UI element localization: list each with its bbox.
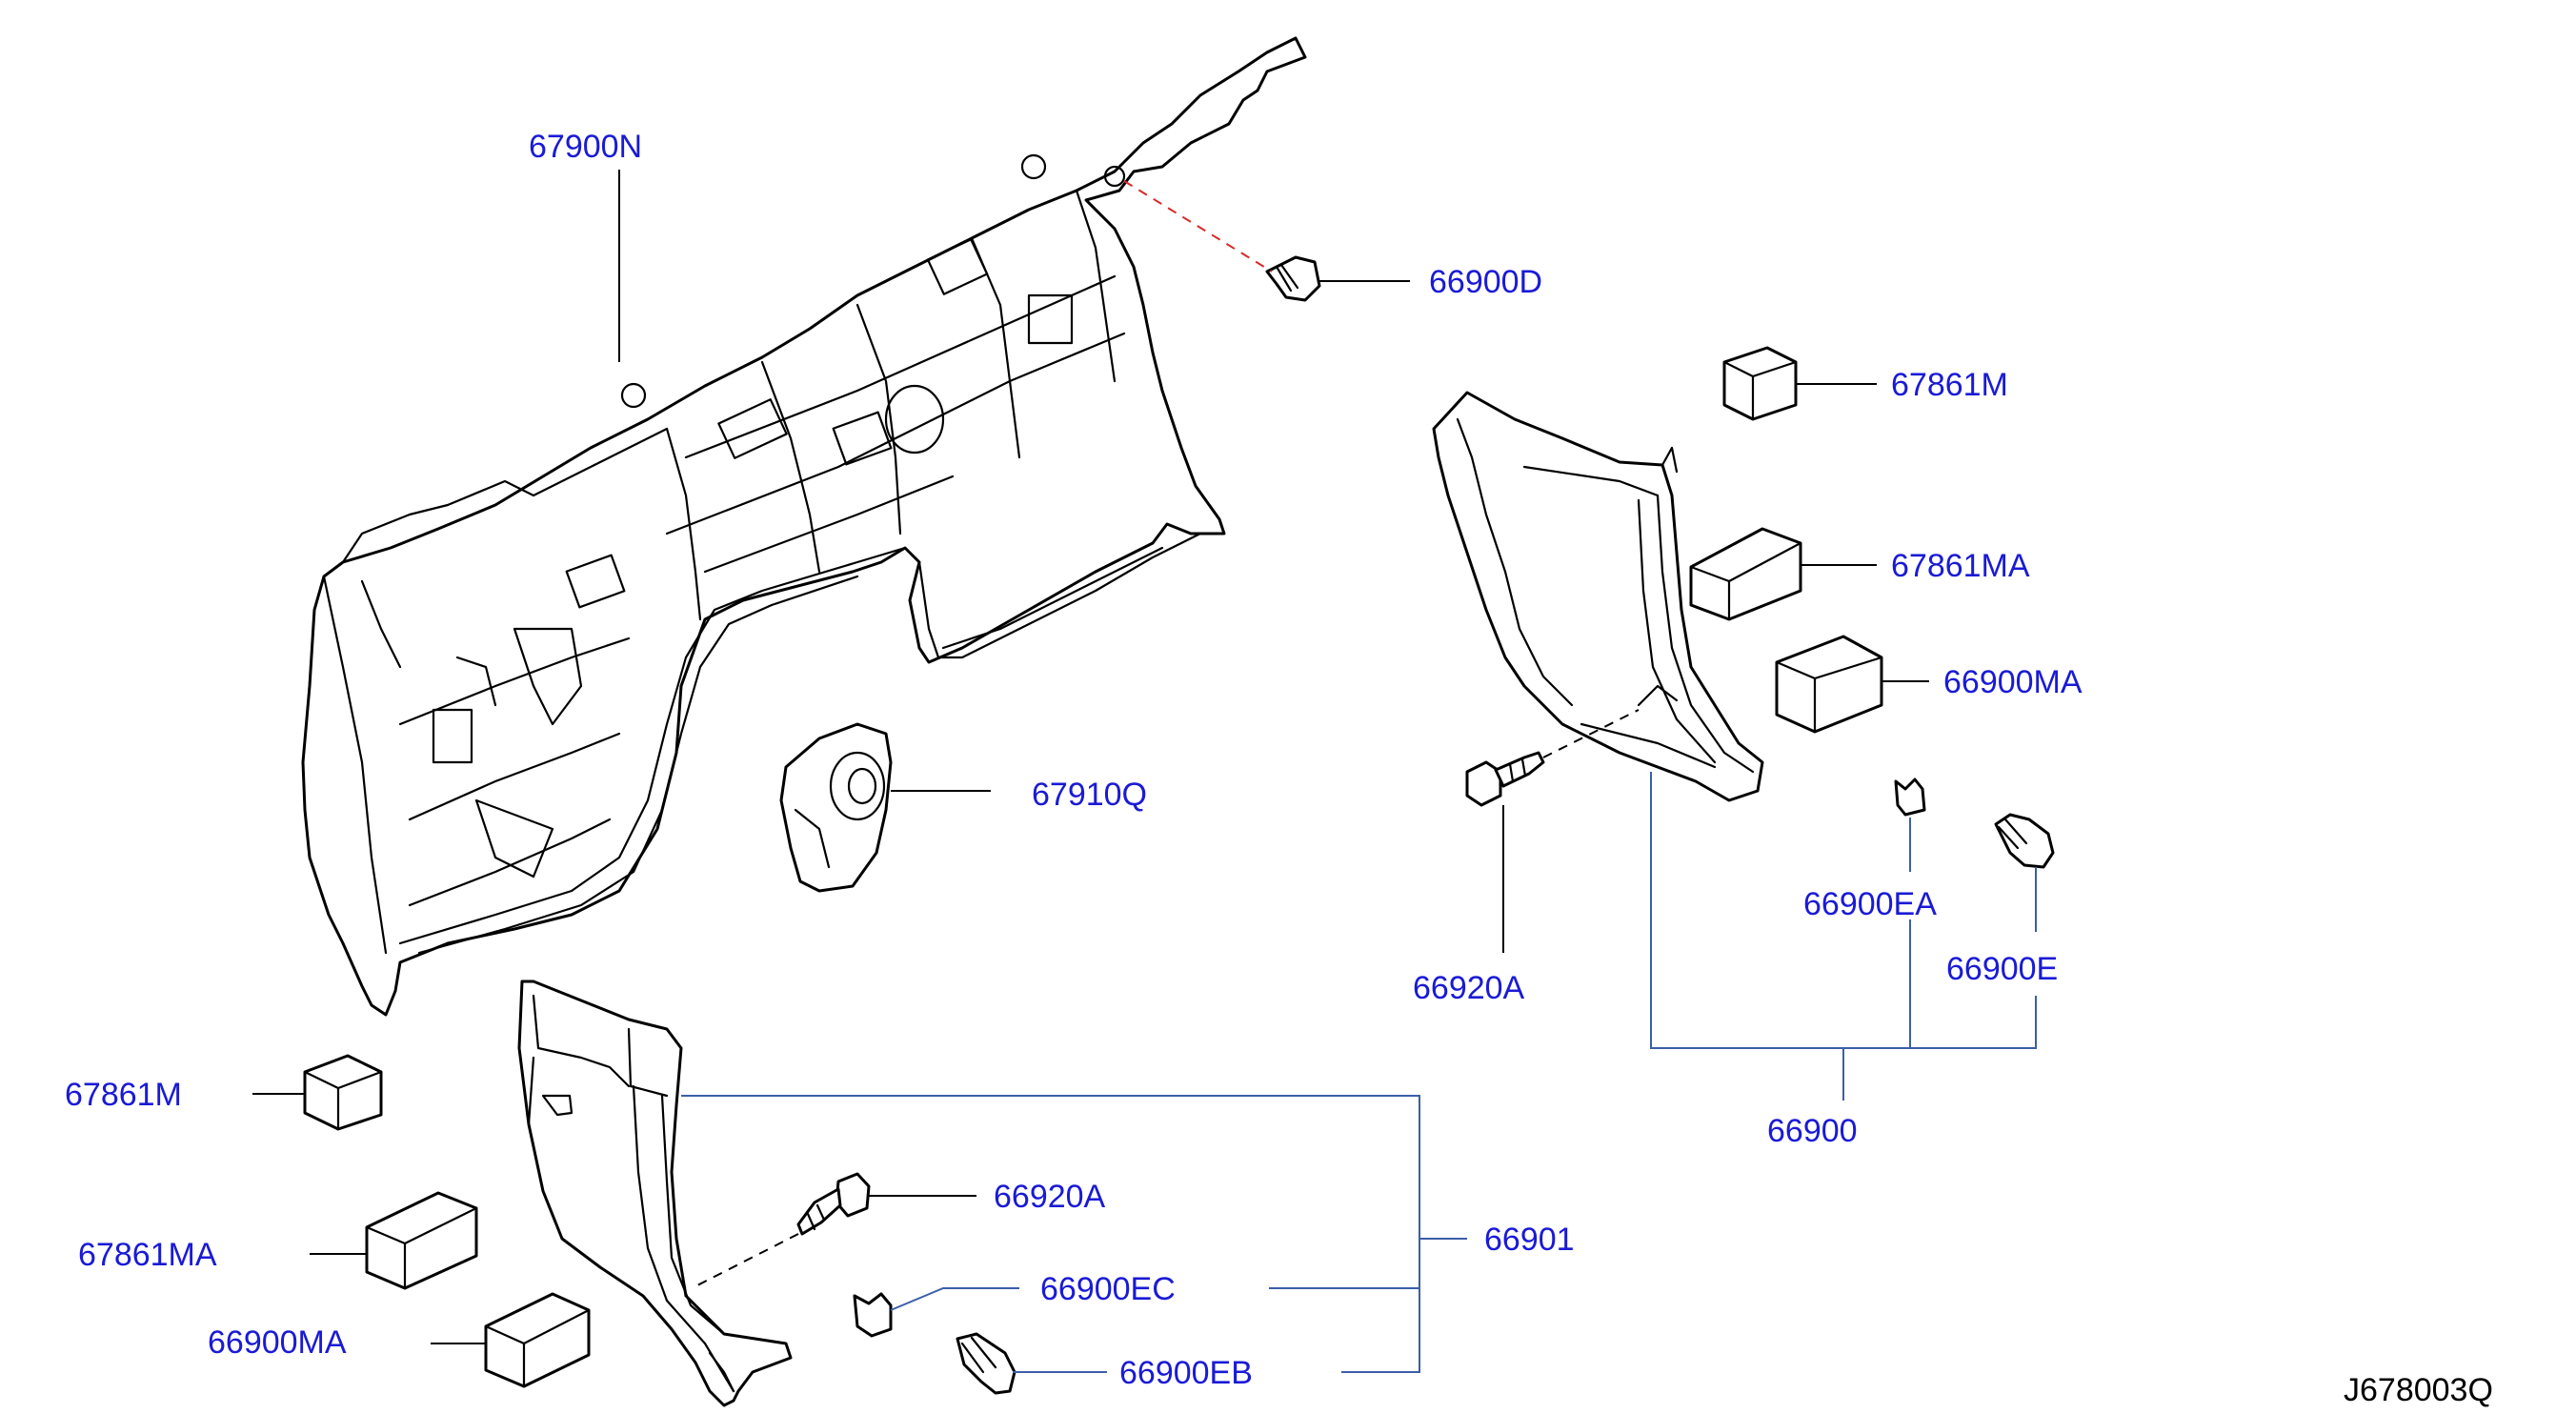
label-67861M-right: 67861M xyxy=(1891,367,2008,403)
label-67861MA-right: 67861MA xyxy=(1891,548,2030,584)
grommet-67910Q-icon[interactable] xyxy=(779,722,893,893)
label-66901: 66901 xyxy=(1484,1222,1575,1258)
label-67861MA-left: 67861MA xyxy=(78,1237,217,1273)
leader-66900D-dash xyxy=(1123,180,1273,273)
clip-66900EC-icon[interactable] xyxy=(853,1292,893,1338)
pad-67861MA-right-icon[interactable] xyxy=(1689,527,1802,621)
label-66900D: 66900D xyxy=(1429,264,1542,300)
label-67861M-left: 67861M xyxy=(65,1077,182,1113)
label-66920A-left: 66920A xyxy=(994,1179,1106,1215)
label-66900EB: 66900EB xyxy=(1119,1355,1253,1391)
bolt-66920A-right-dash xyxy=(1542,709,1640,758)
label-66920A-right: 66920A xyxy=(1413,970,1525,1006)
dash-insulator-panel[interactable] xyxy=(301,36,1307,1017)
kick-panel-right[interactable] xyxy=(1432,391,1764,802)
label-66900EC: 66900EC xyxy=(1040,1271,1176,1307)
diagram-reference-code: J678003Q xyxy=(2344,1372,2493,1408)
clip-66900D-icon[interactable] xyxy=(1265,255,1321,302)
label-67900N: 67900N xyxy=(529,129,642,165)
pad-67861M-right-icon[interactable] xyxy=(1722,346,1798,421)
label-66900: 66900 xyxy=(1767,1113,1858,1149)
bracket-66901 xyxy=(681,1095,1420,1373)
leader-66900EC xyxy=(890,1287,1019,1311)
kick-panel-left[interactable] xyxy=(517,980,793,1407)
clip-66900EB-icon[interactable] xyxy=(956,1332,1016,1395)
label-66900EA: 66900EA xyxy=(1803,886,1937,922)
pad-66900MA-right-icon[interactable] xyxy=(1775,635,1883,734)
pad-66900MA-left-icon[interactable] xyxy=(484,1292,591,1388)
clip-66900E-icon[interactable] xyxy=(1994,813,2055,869)
label-66900MA-right: 66900MA xyxy=(1943,664,2083,700)
bolt-66920A-left-icon[interactable] xyxy=(796,1172,871,1236)
bolt-66920A-right-icon[interactable] xyxy=(1465,751,1545,807)
label-67910Q: 67910Q xyxy=(1032,777,1147,813)
pad-67861M-left-icon[interactable] xyxy=(303,1054,383,1131)
pad-67861MA-left-icon[interactable] xyxy=(365,1191,478,1290)
clip-66900EA-icon[interactable] xyxy=(1894,778,1926,817)
label-66900E: 66900E xyxy=(1946,951,2058,987)
bolt-66920A-left-dash xyxy=(694,1233,799,1287)
label-66900MA-left: 66900MA xyxy=(208,1324,347,1361)
